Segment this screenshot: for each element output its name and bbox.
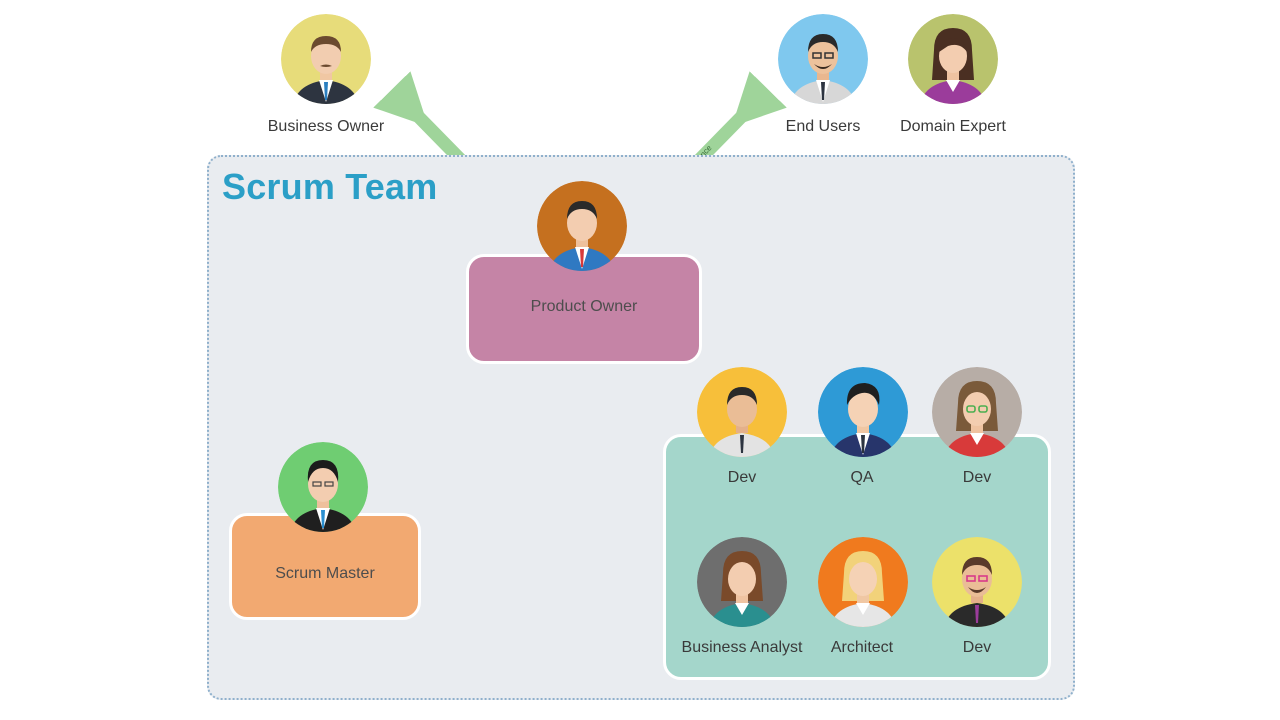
member-label-business-analyst: Business Analyst [681, 639, 803, 656]
member-label-qa: QA [850, 469, 874, 486]
business-owner-label: Business Owner [267, 118, 385, 135]
end-users-label: End Users [785, 118, 861, 135]
member-label-dev-2: Dev [962, 469, 992, 486]
business-owner-avatar [281, 14, 371, 104]
scrum-team-title: Scrum Team [222, 166, 438, 207]
scrum-master-avatar [278, 442, 368, 532]
architect-avatar [818, 537, 908, 627]
member-label-architect: Architect [830, 639, 894, 656]
product-owner-avatar [537, 181, 627, 271]
dev-3-avatar [932, 537, 1022, 627]
dev-2-avatar [932, 367, 1022, 457]
product-owner-label: Product Owner [530, 298, 638, 315]
dev-1-avatar [697, 367, 787, 457]
scrum-master-label: Scrum Master [275, 564, 375, 582]
domain-expert-label: Domain Expert [900, 118, 1006, 135]
business-analyst-avatar [697, 537, 787, 627]
member-label-dev-1: Dev [727, 469, 757, 486]
member-label-dev-3: Dev [962, 639, 992, 656]
qa-avatar [818, 367, 908, 457]
end-users-avatar [778, 14, 868, 104]
domain-expert-avatar [908, 14, 998, 104]
